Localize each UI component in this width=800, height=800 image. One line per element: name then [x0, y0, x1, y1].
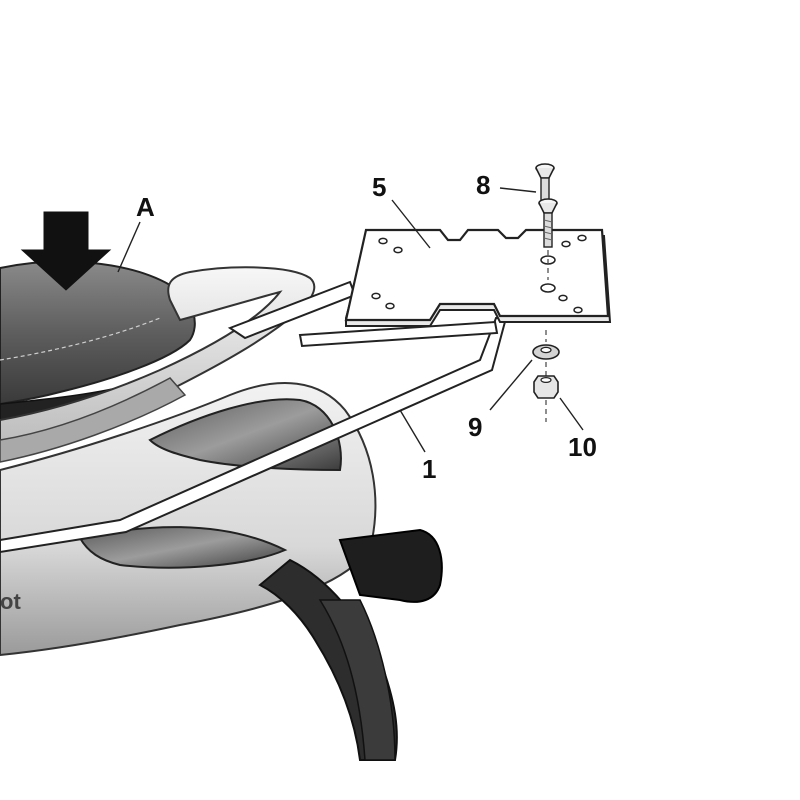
body-badge: ot — [0, 589, 21, 614]
plate-hole — [378, 237, 388, 245]
seat-stitching — [0, 317, 161, 361]
rear-wheel-hugger — [338, 528, 443, 603]
bolt-lower-part-8 — [538, 198, 558, 248]
plate-hole — [561, 240, 571, 248]
bolt-head-cone — [538, 202, 558, 214]
plate-hole-center — [540, 283, 556, 293]
mounting-plate-top — [344, 228, 610, 322]
assembly-axis — [545, 250, 549, 422]
grab-handle-underside — [0, 377, 187, 463]
nut-part-10 — [533, 375, 559, 399]
callout-part-8: 8 — [476, 170, 490, 200]
leader-9 — [489, 359, 533, 411]
callout-labels: A 5 8 1 9 10 — [136, 170, 597, 484]
bolt-head-cone — [535, 167, 555, 179]
mounting-plate-part-5 — [344, 228, 612, 327]
plate-hole — [393, 246, 403, 254]
rear-fender-stay — [318, 599, 396, 761]
tail-light-lower — [78, 526, 288, 569]
leader-lines — [117, 187, 584, 453]
plate-hole — [573, 306, 583, 314]
callout-a: A — [136, 192, 155, 222]
callout-part-10: 10 — [568, 432, 597, 462]
leader-10 — [559, 397, 584, 431]
callout-part-1: 1 — [422, 454, 436, 484]
plate-hole — [558, 294, 568, 302]
bolt-shank — [543, 212, 553, 248]
leader-5 — [391, 199, 431, 249]
leader-8 — [499, 187, 537, 193]
leader-1 — [399, 409, 426, 453]
plate-hole — [371, 292, 381, 300]
washer-part-9 — [532, 344, 560, 360]
plate-hole — [577, 234, 587, 242]
bolt-thread — [543, 219, 553, 241]
nut-body — [533, 375, 559, 399]
seat-cushion — [0, 260, 196, 406]
plate-hole — [385, 302, 395, 310]
grab-handle — [0, 266, 316, 463]
bolt-upper-part-8 — [535, 163, 555, 203]
washer-hole — [540, 346, 552, 354]
leader-a — [117, 221, 141, 273]
nut-hole — [540, 377, 552, 384]
callout-part-9: 9 — [468, 412, 482, 442]
insertion-arrow-icon — [20, 211, 112, 291]
callout-part-5: 5 — [372, 172, 386, 202]
